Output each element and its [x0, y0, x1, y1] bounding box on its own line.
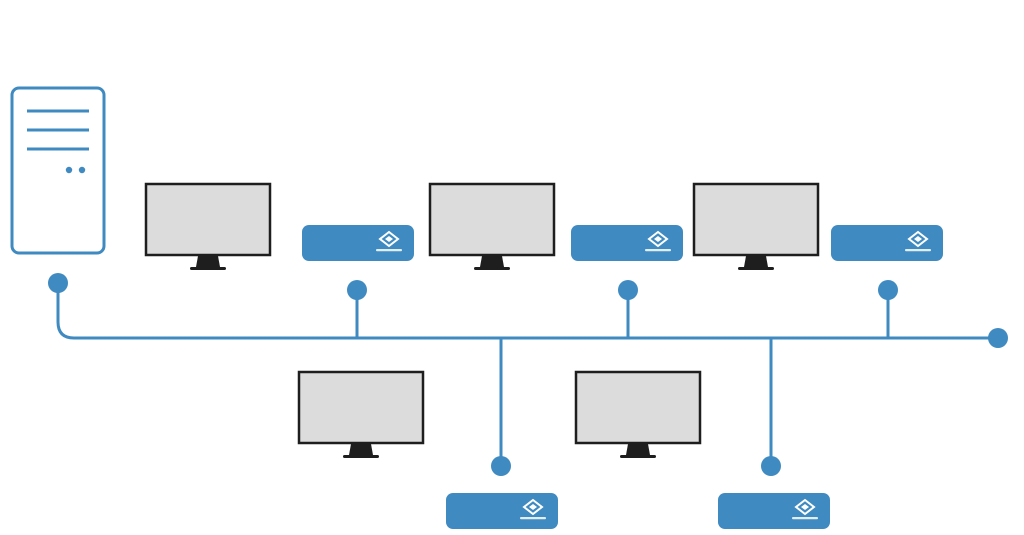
device-body: [302, 225, 414, 261]
server-tower-icon: [10, 86, 106, 293]
logo-inner: [529, 504, 537, 510]
workstations: [144, 182, 943, 529]
monitor-icon: [574, 370, 702, 458]
zero-client-device-icon: [718, 493, 830, 529]
zero-client-device-icon: [302, 225, 414, 261]
monitor-screen: [692, 182, 820, 257]
logo-wordmark: [645, 249, 671, 252]
monitor-screen: [297, 370, 425, 445]
network-node-icon: [761, 456, 781, 476]
monitor-base: [738, 267, 774, 270]
monitor-stand: [349, 444, 373, 455]
diamond-logo-icon: [522, 498, 544, 516]
device-body: [571, 225, 683, 261]
bus-backbone: [56, 283, 1008, 348]
device-body: [831, 225, 943, 261]
network-node-icon: [48, 273, 68, 293]
monitor-screen: [144, 182, 272, 257]
logo-wordmark: [792, 517, 818, 520]
workstation-ws3: [692, 182, 943, 338]
network-node-icon: [618, 280, 638, 300]
logo-inner: [385, 236, 393, 242]
monitor-screen: [574, 370, 702, 445]
server-led-1: [65, 166, 73, 174]
monitor-stand: [480, 256, 504, 267]
monitor-icon: [297, 370, 425, 458]
network-node-icon: [491, 456, 511, 476]
logo-wordmark: [520, 517, 546, 520]
monitor-stand: [626, 444, 650, 455]
device-body: [446, 493, 558, 529]
logo-inner: [914, 236, 922, 242]
logo-wordmark: [376, 249, 402, 252]
logo-wordmark: [905, 249, 931, 252]
monitor-base: [190, 267, 226, 270]
workstation-ws1: [144, 182, 414, 338]
monitor-screen: [428, 182, 556, 257]
logo-inner: [801, 504, 809, 510]
device-body: [718, 493, 830, 529]
server-drop-line: [56, 283, 998, 340]
zero-client-device-icon: [571, 225, 683, 261]
monitor-icon: [144, 182, 272, 270]
server-case: [10, 86, 106, 255]
monitor-icon: [692, 182, 820, 270]
diamond-logo-icon: [647, 230, 669, 248]
workstation-ws2: [428, 182, 683, 338]
network-node-icon: [347, 280, 367, 300]
diamond-logo-icon: [794, 498, 816, 516]
zero-client-device-icon: [446, 493, 558, 529]
diamond-logo-icon: [378, 230, 400, 248]
monitor-base: [343, 455, 379, 458]
workstation-ws4: [297, 338, 558, 529]
diamond-logo-icon: [907, 230, 929, 248]
zero-client-device-icon: [831, 225, 943, 261]
bus-terminator-icon: [988, 328, 1008, 348]
monitor-base: [474, 267, 510, 270]
monitor-icon: [428, 182, 556, 270]
logo-inner: [654, 236, 662, 242]
network-node-icon: [878, 280, 898, 300]
server-led-2: [78, 166, 86, 174]
monitor-stand: [196, 256, 220, 267]
monitor-stand: [744, 256, 768, 267]
workstation-ws5: [574, 338, 830, 529]
monitor-base: [620, 455, 656, 458]
